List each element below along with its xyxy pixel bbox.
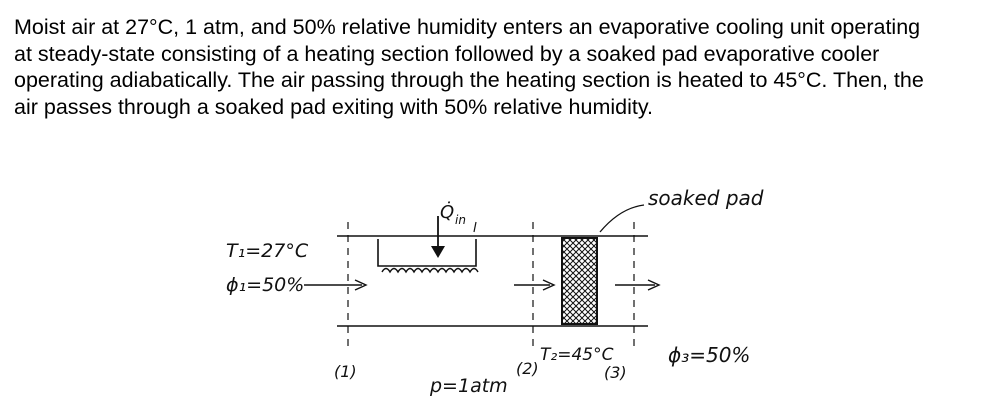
heat-in-label: Q̇ — [440, 202, 454, 223]
inlet-flow-arrowhead — [354, 279, 368, 291]
problem-line-3: operating adiabatically. The air passing… — [14, 68, 924, 92]
problem-line-4: air passes through a soaked pad exiting … — [14, 94, 653, 119]
outlet-humidity-label: ϕ₃=50% — [668, 343, 750, 367]
inlet-temperature-label: T₁=27°C — [226, 240, 309, 262]
state-1-label: (1) — [334, 362, 357, 381]
heating-section — [377, 239, 477, 267]
problem-line-1: Moist air at 27°C, 1 atm, and 50% relati… — [14, 15, 921, 39]
pressure-label: p=1atm — [429, 375, 508, 397]
outlet-flow-arrowhead — [647, 279, 661, 291]
soaked-pad-leader — [599, 204, 645, 233]
inlet-humidity-label: ϕ₁=50% — [226, 274, 304, 296]
heating-coil — [381, 267, 479, 274]
problem-line-2: at steady-state consisting of a heating … — [14, 41, 880, 66]
heat-in-tick — [473, 221, 477, 233]
heat-in-arrowhead — [431, 246, 445, 258]
mid-flow-arrowhead — [542, 279, 556, 291]
state-3-label: (3) — [604, 363, 627, 382]
soaked-pad-label: soaked pad — [648, 186, 764, 210]
state-2-label: (2) — [516, 359, 539, 378]
soaked-pad — [561, 237, 598, 325]
problem-statement: Moist air at 27°C, 1 atm, and 50% relati… — [14, 14, 994, 120]
heat-in-subscript: in — [455, 213, 466, 227]
heated-temperature-label: T₂=45°C — [540, 345, 614, 365]
